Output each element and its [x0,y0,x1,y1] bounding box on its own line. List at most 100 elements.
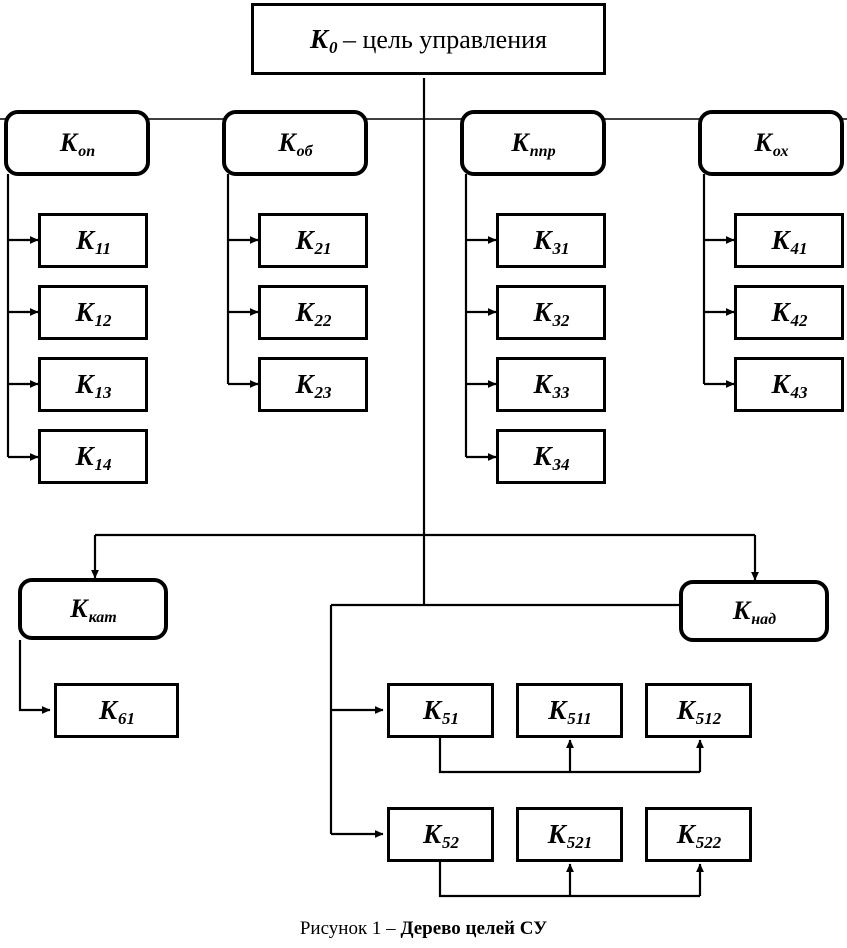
subscript: 43 [790,383,808,402]
symbol: K [75,369,94,399]
subscript: 32 [552,311,570,330]
node-k-ob-label: Kоб [278,130,312,160]
symbol: K [295,297,314,327]
node-k51-label: K51 [423,697,459,728]
node-k-ob[interactable]: Kоб [222,110,368,176]
symbol: K [295,225,314,255]
symbol: K [75,441,94,471]
symbol: K [70,594,88,623]
node-k521[interactable]: K521 [516,807,623,862]
node-k34[interactable]: K34 [496,429,606,484]
subscript: 51 [442,709,459,728]
subscript: 42 [790,311,808,330]
node-k43-label: K43 [771,369,807,402]
symbol: K [548,695,567,725]
node-k12[interactable]: K12 [38,285,148,340]
node-k32[interactable]: K32 [496,285,606,340]
subscript: 33 [552,383,570,402]
symbol: K [771,225,790,255]
node-k-op[interactable]: Kоп [4,110,150,176]
node-k41-label: K41 [771,225,807,258]
subscript: 521 [566,833,593,852]
node-k23[interactable]: K23 [258,357,368,412]
subscript: 14 [94,455,112,474]
subscript: 41 [790,239,808,258]
node-k14-label: K14 [75,441,111,474]
symbol: K [533,369,552,399]
node-k21[interactable]: K21 [258,213,368,268]
symbol: K [533,441,552,471]
node-k41[interactable]: K41 [734,213,844,268]
symbol: K [75,297,94,327]
root-text: – цель управления [336,24,547,54]
figure-caption: Рисунок 1 – Дерево целей СУ [0,918,847,940]
node-k14[interactable]: K14 [38,429,148,484]
symbol: K [547,819,566,849]
node-k52-label: K52 [422,819,459,852]
node-k13[interactable]: K13 [38,357,148,412]
node-k512[interactable]: K512 [645,683,752,738]
node-k-nad[interactable]: Kнад [679,580,829,642]
subscript: 31 [552,239,570,258]
node-k522[interactable]: K522 [645,807,752,862]
node-k23-label: K23 [295,371,331,402]
node-k12-label: K12 [75,297,111,330]
node-k52[interactable]: K52 [387,807,494,862]
subscript: об [296,143,313,160]
node-k511[interactable]: K511 [516,683,623,738]
root-subscript: 0 [329,37,338,57]
subscript: ппр [529,143,556,160]
symbol: K [771,297,790,327]
symbol: K [676,695,695,725]
node-k-kat-label: Kкат [70,594,117,626]
node-k43[interactable]: K43 [734,357,844,412]
node-k13-label: K13 [75,369,111,402]
subscript: 23 [314,383,332,402]
subscript: кат [88,609,117,626]
subscript: над [751,611,777,628]
symbol: K [533,297,552,327]
node-k-ppr[interactable]: Kппр [460,110,606,176]
symbol: K [754,128,772,157]
symbol: K [422,819,441,849]
caption-title: Дерево целей СУ [400,918,548,939]
node-k32-label: K32 [533,297,569,330]
subscript: 34 [552,455,570,474]
node-k31-label: K31 [533,225,569,258]
root-symbol: K [310,23,329,54]
node-k33-label: K33 [533,369,569,402]
node-k-kat[interactable]: Kкат [18,578,168,640]
node-root-goal[interactable]: K0 – цель управления [251,3,606,75]
node-k51[interactable]: K51 [387,683,494,738]
node-k33[interactable]: K33 [496,357,606,412]
node-k512-label: K512 [676,695,722,728]
symbol: K [533,225,552,255]
node-k31[interactable]: K31 [496,213,606,268]
node-k-nad-label: Kнад [732,596,776,628]
node-k61[interactable]: K61 [54,683,179,738]
subscript: 21 [314,239,332,258]
node-k22[interactable]: K22 [258,285,368,340]
symbol: K [511,128,529,157]
symbol: K [75,225,94,255]
caption-prefix: Рисунок 1 – [299,918,401,939]
node-k21-label: K21 [295,225,331,258]
node-k61-label: K61 [99,697,135,728]
subscript: 522 [695,833,722,852]
node-k11[interactable]: K11 [38,213,148,268]
subscript: 22 [314,311,332,330]
node-k521-label: K521 [547,819,593,852]
node-k-oh-label: Kох [754,128,788,160]
symbol: K [732,596,751,625]
node-k34-label: K34 [533,441,569,474]
subscript: 11 [94,239,112,258]
symbol: K [771,369,790,399]
subscript: 12 [94,311,112,330]
node-k522-label: K522 [677,821,722,852]
subscript: 13 [94,383,112,402]
symbol: K [59,128,78,157]
node-k42[interactable]: K42 [734,285,844,340]
node-k-oh[interactable]: Kох [698,110,844,176]
subscript: 511 [567,709,592,728]
